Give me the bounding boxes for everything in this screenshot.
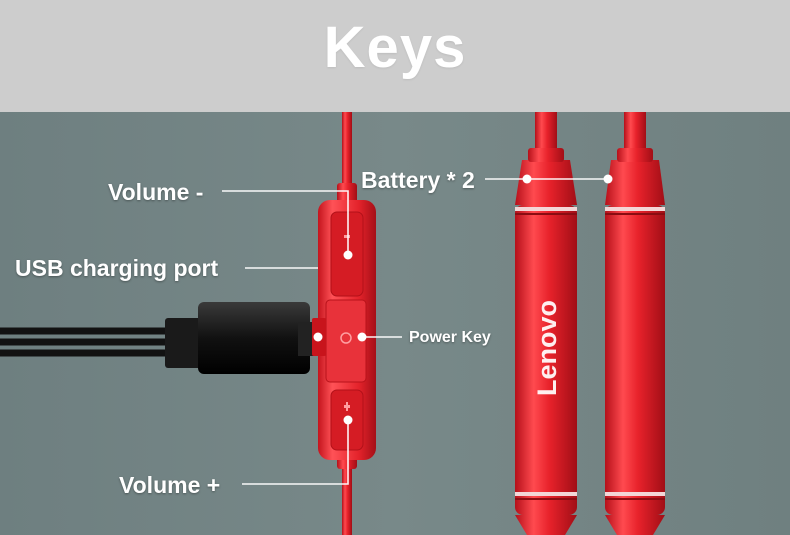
page-title: Keys (323, 15, 467, 80)
battery-cylinder-left: Lenovo (515, 112, 577, 535)
power-key-label: Power Key (409, 329, 491, 346)
usb-cable (0, 302, 320, 374)
battery-cylinder-right (605, 112, 665, 535)
volume-plus-label: Volume + (119, 472, 221, 498)
brand-logo: Lenovo (532, 300, 562, 396)
header-band: Keys (0, 0, 790, 112)
usb-charging-port-label: USB charging port (15, 255, 219, 281)
battery-label: Battery * 2 (361, 167, 475, 193)
volume-minus-label: Volume - (108, 179, 204, 205)
callout-lines (222, 178, 608, 485)
callout-dots (313, 174, 613, 425)
usb-plug (198, 302, 310, 374)
